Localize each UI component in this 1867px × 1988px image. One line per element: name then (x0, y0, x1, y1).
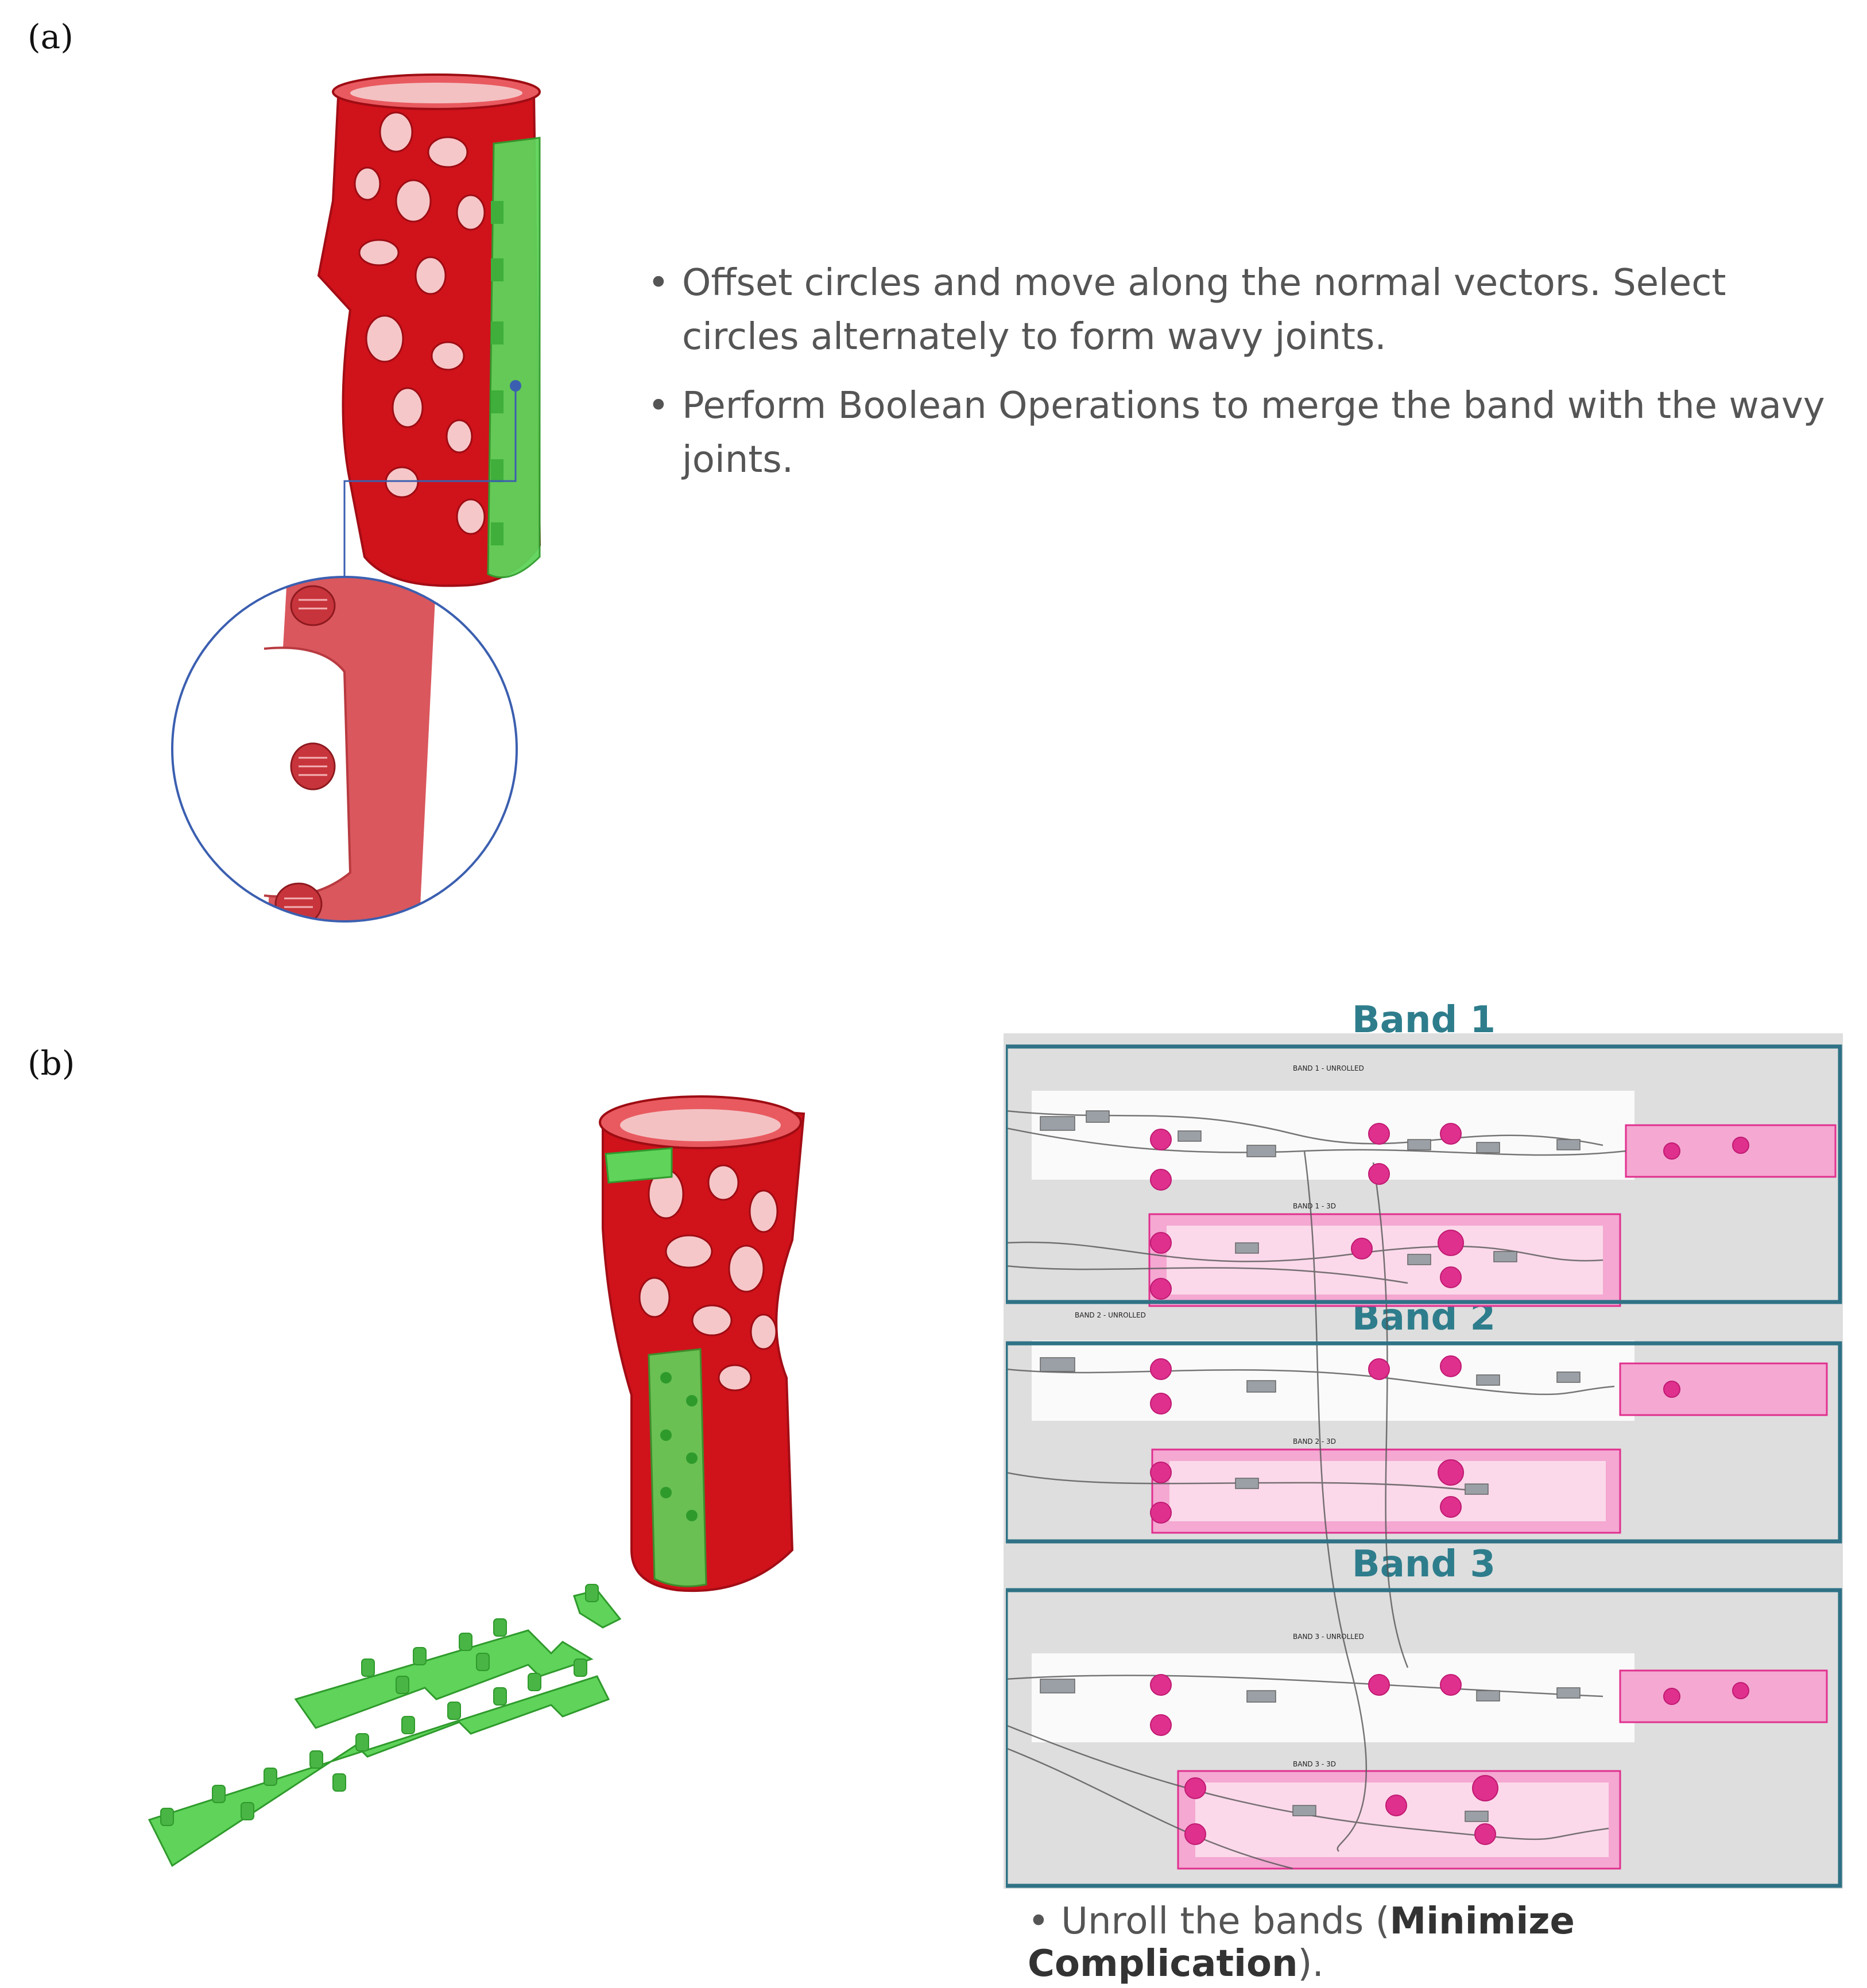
zoom-detail (172, 577, 517, 921)
caption-bold: Minimize Complication (1028, 1900, 1575, 1985)
components (1040, 1110, 1581, 1822)
zoom-circle (171, 576, 518, 923)
group-label-band2-3d: BAND 2 - 3D (1293, 1437, 1336, 1446)
group-label-band3-3d: BAND 3 - 3D (1293, 1760, 1336, 1768)
caption-suffix: ). (1297, 1943, 1324, 1985)
band-2-box (1006, 1341, 1842, 1544)
cast-holes-a (354, 111, 486, 535)
caption-bullet: • (1028, 1900, 1049, 1943)
panel-b-caption: • Unroll the bands (Minimize Complicatio… (1028, 1900, 1854, 1985)
bullet-item-1: • Offset circles and move along the norm… (648, 256, 1836, 364)
panel-b-label: (b) (28, 1044, 75, 1083)
node-graph: BAND 1 - UNROLLED BAND 1 - 3D BAND 2 - U… (1006, 1044, 1842, 1888)
band-title-3: Band 3 (1351, 1543, 1496, 1586)
bullet-dot: • (648, 262, 669, 304)
unrolled-band-pieces (148, 1584, 622, 1867)
cast-illustration-b (148, 1095, 805, 1867)
group-label-band3-unrolled: BAND 3 - UNROLLED (1293, 1633, 1364, 1641)
bullet-text-2: Perform Boolean Operations to merge the … (682, 385, 1825, 481)
band-title-1: Band 1 (1351, 999, 1496, 1041)
panel-a-label: (a) (28, 17, 73, 56)
bullet-dot: • (648, 385, 669, 427)
group-label-band1-3d: BAND 1 - 3D (1293, 1202, 1336, 1210)
group-label-band1-unrolled: BAND 1 - UNROLLED (1293, 1064, 1364, 1072)
cast-illustration-a (171, 73, 541, 923)
band-teeth-a (491, 201, 503, 545)
panel-a-bullets: • Offset circles and move along the norm… (648, 256, 1836, 487)
band-3-box (1006, 1588, 1842, 1888)
bullet-text-1: Offset circles and move along the normal… (682, 262, 1726, 358)
band-3-graph: BAND 3 - UNROLLED BAND 3 - 3D (1032, 1633, 1828, 1870)
bullet-item-2: • Perform Boolean Operations to merge th… (648, 379, 1836, 487)
cast-holes-b (638, 1164, 778, 1392)
caption-prefix: Unroll the bands ( (1061, 1900, 1390, 1943)
group-label-band2-unrolled: BAND 2 - UNROLLED (1075, 1311, 1146, 1319)
band-1-box (1006, 1044, 1842, 1304)
highlight-nodes (1150, 1123, 1749, 1845)
